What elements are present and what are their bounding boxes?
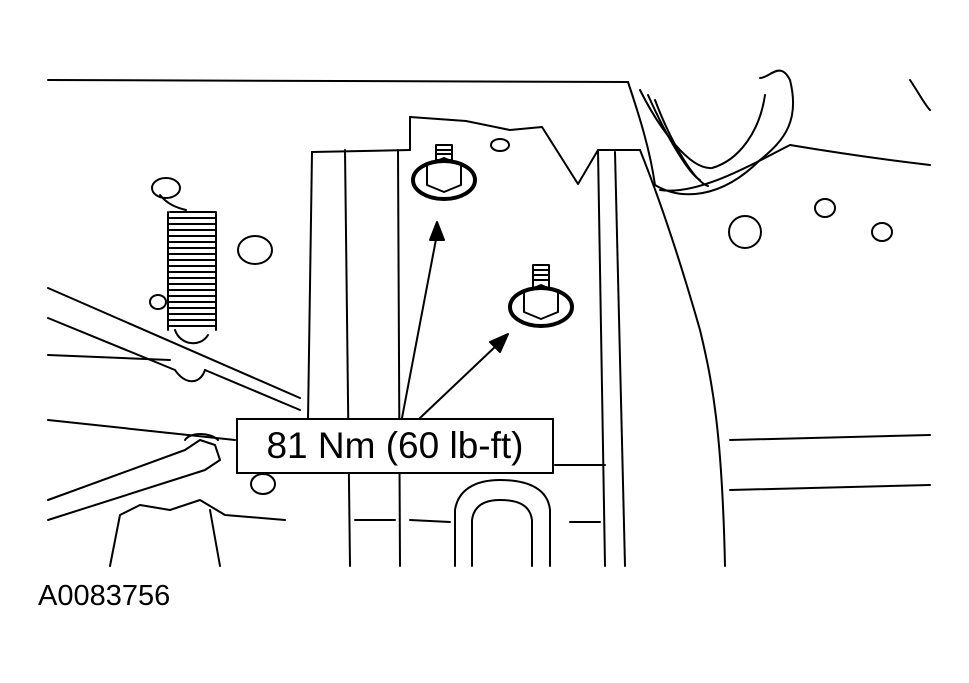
parking-brake-cable <box>47 287 301 521</box>
tension-spring <box>151 177 217 345</box>
frame-rail <box>307 116 726 567</box>
torque-callout-label: 81 Nm (60 lb-ft) <box>266 425 524 466</box>
torque-callout-box: 81 Nm (60 lb-ft) <box>236 418 554 474</box>
body-holes <box>149 138 893 495</box>
lower-bolt-nut <box>508 264 574 328</box>
callout-arrows <box>401 221 509 419</box>
lower-structure <box>109 434 931 567</box>
body-floor-outline <box>47 69 931 196</box>
figure-id-label: A0083756 <box>38 580 171 612</box>
upper-bolt-nut <box>411 144 477 201</box>
